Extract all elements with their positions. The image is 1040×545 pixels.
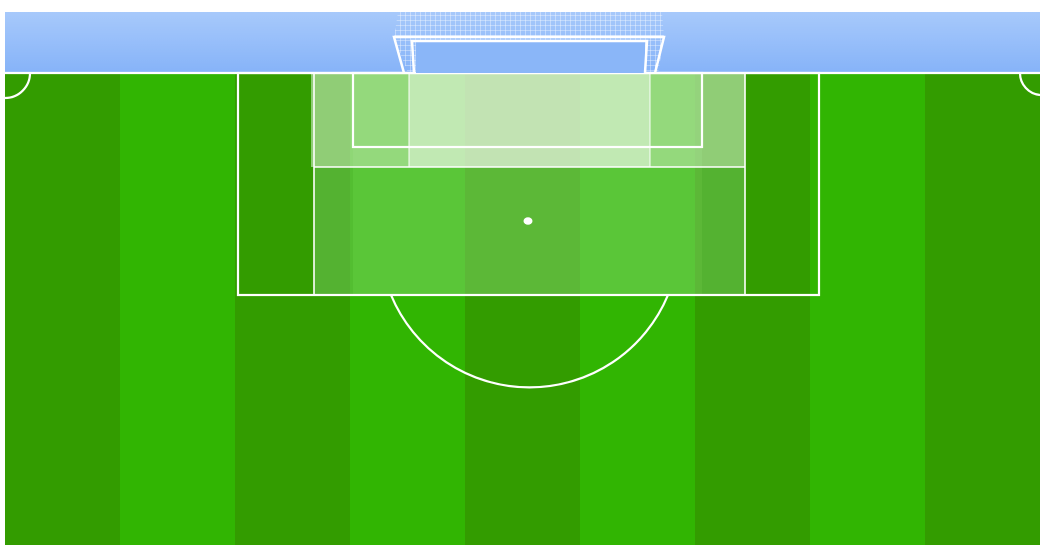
grass-stripe — [5, 73, 121, 545]
zone-goal-left — [353, 74, 409, 167]
goal — [394, 12, 664, 73]
grass-stripe — [810, 73, 926, 545]
zone-goal-right-outer — [702, 74, 745, 167]
zone-penalty-center — [353, 167, 702, 295]
grass-stripe — [925, 73, 1040, 545]
zone-penalty-left-channel — [314, 167, 353, 295]
zones — [311, 74, 745, 295]
zone-goal-left-outer — [311, 74, 353, 167]
zone-goal-right — [650, 74, 702, 167]
penalty-spot — [524, 217, 533, 225]
zone-goal-center — [409, 74, 650, 167]
goal-inner-sky — [416, 41, 645, 73]
grass-stripe — [120, 73, 236, 545]
zone-penalty-right-channel — [702, 167, 745, 295]
